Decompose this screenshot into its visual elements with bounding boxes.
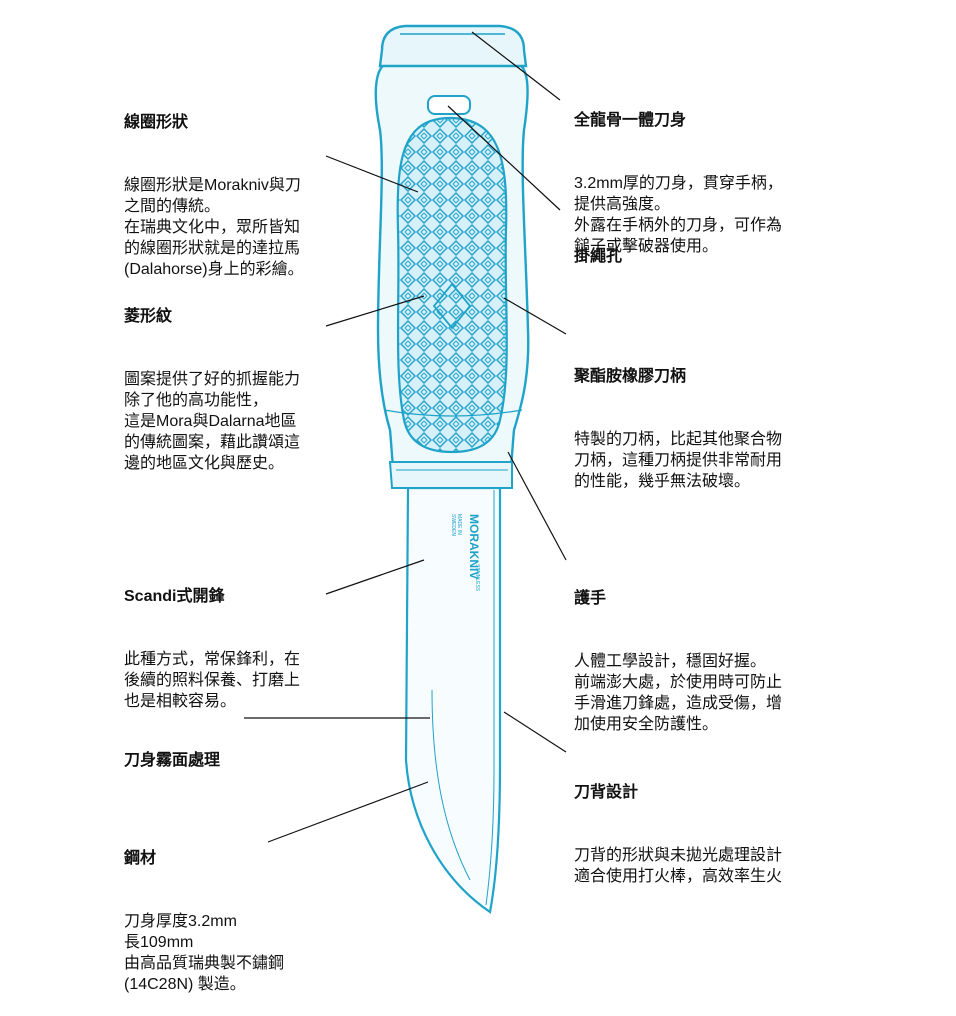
scandi-bevel-line: [431, 689, 471, 881]
annotation-steel: 鋼材 刀身厚度3.2mm 長109mm 由高品質瑞典製不鏽鋼 (14C28N) …: [124, 806, 284, 1016]
annotation-lanyard: 掛繩孔: [574, 204, 622, 288]
leader-scandi: [325, 559, 425, 595]
leader-tang: [471, 31, 561, 101]
annotation-scandi-body: 此種方式，常保鋒利，在 後續的照料保養、打磨上 也是相較容易。: [124, 651, 301, 710]
leader-lanyard: [447, 105, 561, 211]
annotation-diamond: 菱形紋 圖案提供了好的抓握能力 除了他的高功能性， 這是Mora與Dalarna…: [124, 264, 300, 495]
leader-handle: [503, 297, 567, 335]
leader-spine: [503, 711, 567, 753]
annotation-diamond-title: 菱形紋: [124, 308, 173, 325]
annotation-coil: 線圈形狀 線圈形狀是Morakniv與刀 之間的傳統。 在瑞典文化中，眾所皆知 …: [124, 70, 304, 301]
lanyard-hole: [427, 95, 471, 115]
annotation-steel-body: 刀身厚度3.2mm 長109mm 由高品質瑞典製不鏽鋼 (14C28N) 製造。: [124, 913, 285, 993]
annotation-steel-title: 鋼材: [124, 850, 157, 867]
annotation-guard-title: 護手: [574, 590, 607, 607]
leader-coil: [325, 155, 419, 193]
annotation-handle-title: 聚酯胺橡膠刀柄: [574, 368, 687, 385]
knife-illustration: MORAKNIV MADE IN SWEDEN STAINLESS: [244, 24, 567, 914]
handle-band: [383, 409, 523, 417]
leader-diamond: [325, 295, 425, 327]
annotation-tang: 全龍骨一體刀身 3.2mm厚的刀身，貫穿手柄， 提供高強度。 外露在手柄外的刀身…: [574, 68, 783, 278]
guard: [388, 461, 513, 489]
annotation-spine: 刀背設計 刀背的形狀與未拋光處理設計 適合使用打火棒，高效率生火: [574, 740, 782, 908]
annotation-handle: 聚酯胺橡膠刀柄 特製的刀柄，比起其他聚合物 刀柄，這種刀柄提供非常耐用 的性能，…: [574, 324, 782, 513]
annotation-guard-body: 人體工學設計，穩固好握。 前端澎大處，於使用時可防止 手滑進刀鋒處，造成受傷，增…: [574, 653, 783, 733]
handle-cap: [378, 24, 528, 68]
grip-center-diamond: [432, 282, 472, 330]
blade: [404, 486, 502, 914]
leader-guard: [507, 451, 567, 561]
annotation-tang-body: 3.2mm厚的刀身，貫穿手柄， 提供高強度。 外露在手柄外的刀身，可作為 鎚子或…: [574, 175, 783, 255]
annotation-scandi-title: Scandi式開鋒: [124, 588, 225, 605]
annotation-coil-title: 線圈形狀: [124, 114, 189, 131]
annotation-spine-body: 刀背的形狀與未拋光處理設計 適合使用打火棒，高效率生火: [574, 847, 783, 885]
annotation-guard: 護手 人體工學設計，穩固好握。 前端澎大處，於使用時可防止 手滑進刀鋒處，造成受…: [574, 546, 782, 756]
annotation-handle-body: 特製的刀柄，比起其他聚合物 刀柄，這種刀柄提供非常耐用 的性能，幾乎無法破壞。: [574, 431, 783, 490]
annotation-coil-body: 線圈形狀是Morakniv與刀 之間的傳統。 在瑞典文化中，眾所皆知 的線圈形狀…: [124, 177, 304, 278]
annotation-matte-title: 刀身霧面處理: [124, 752, 221, 769]
blade-steel: STAINLESS: [474, 564, 480, 592]
blade-brand: MORAKNIV: [467, 514, 481, 579]
annotation-matte: 刀身霧面處理: [124, 708, 220, 792]
annotation-diamond-body: 圖案提供了好的抓握能力 除了他的高功能性， 這是Mora與Dalarna地區 的…: [124, 371, 301, 472]
annotation-tang-title: 全龍骨一體刀身: [574, 112, 687, 129]
annotation-spine-title: 刀背設計: [574, 784, 639, 801]
annotation-lanyard-title: 掛繩孔: [574, 248, 623, 265]
blade-spine-line: [485, 490, 495, 906]
blade-country: SWEDEN: [450, 514, 456, 536]
annotation-scandi: Scandi式開鋒 此種方式，常保鋒利，在 後續的照料保養、打磨上 也是相較容易…: [124, 544, 300, 733]
leader-steel: [267, 781, 429, 843]
blade-made-in: MADE IN: [456, 514, 462, 535]
